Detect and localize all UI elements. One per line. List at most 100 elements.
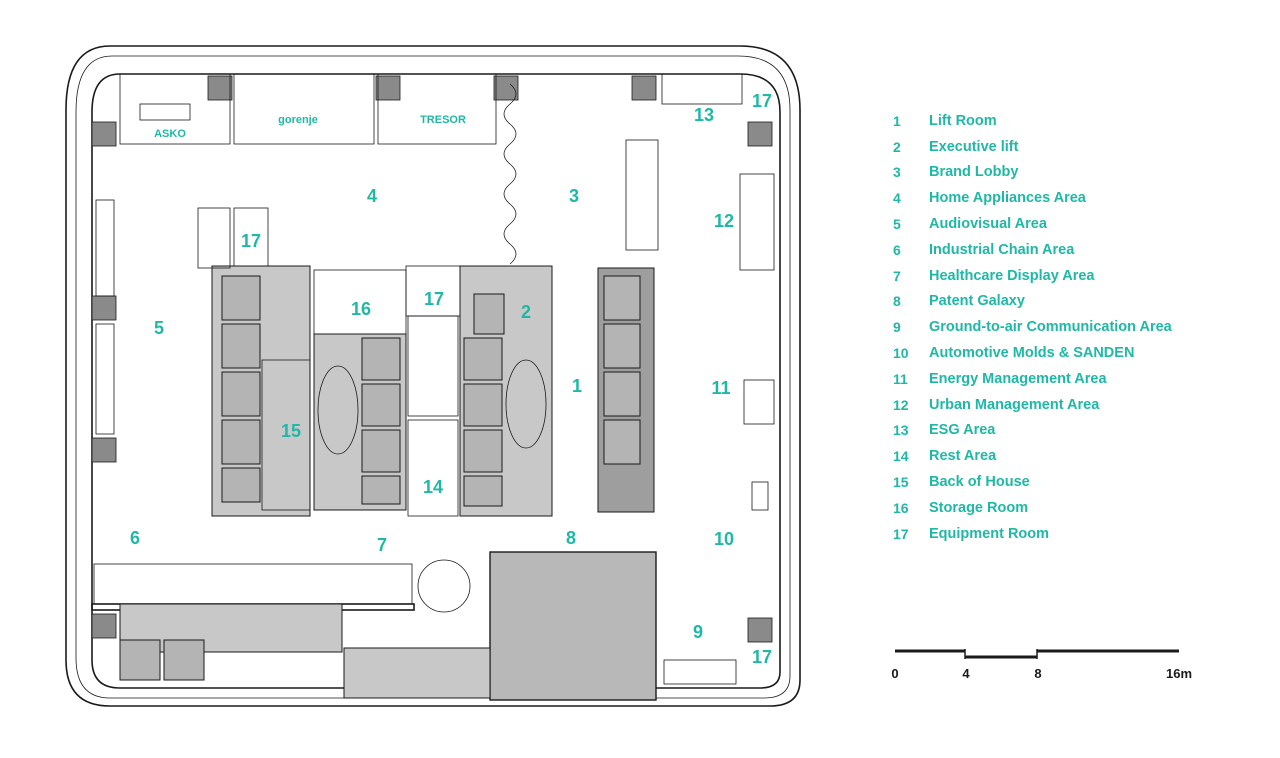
tresor-room bbox=[377, 73, 497, 145]
legend-item: 1 Lift Room bbox=[893, 108, 1263, 134]
esg-room bbox=[661, 73, 743, 105]
stair-middle bbox=[317, 365, 359, 455]
lift-shafts-middle bbox=[361, 337, 401, 505]
audiovisual-display bbox=[95, 199, 115, 297]
legend-label: ESG Area bbox=[929, 422, 996, 439]
energy-display bbox=[743, 379, 775, 425]
lift-shafts-left bbox=[221, 275, 261, 503]
zone-label: 17 bbox=[752, 91, 772, 111]
legend-label: Healthcare Display Area bbox=[929, 267, 1095, 284]
legend-item: 12 Urban Management Area bbox=[893, 392, 1263, 418]
zone-label: 8 bbox=[566, 528, 576, 548]
legend-num: 6 bbox=[893, 241, 901, 258]
zone-label: 7 bbox=[377, 535, 387, 555]
legend-label: Ground-to-air Communication Area bbox=[929, 319, 1172, 336]
legend-num: 3 bbox=[893, 164, 901, 181]
legend-num: 9 bbox=[893, 319, 901, 336]
healthcare-display-counter bbox=[93, 563, 413, 605]
legend-label: Rest Area bbox=[929, 448, 997, 465]
zone-label: 2 bbox=[521, 302, 531, 322]
zone-label: 17 bbox=[241, 231, 261, 251]
patent-galaxy-block bbox=[489, 551, 657, 701]
zone-label: 1 bbox=[572, 376, 582, 396]
scale-bar: 0 4 8 16m bbox=[891, 646, 1195, 686]
shelf-unit bbox=[197, 207, 231, 269]
legend-num: 10 bbox=[893, 345, 909, 362]
zone-label: 14 bbox=[423, 477, 443, 497]
lobby-curved-partition bbox=[503, 83, 517, 265]
zone-label: 16 bbox=[351, 299, 371, 319]
legend-item: 2 Executive lift bbox=[893, 134, 1263, 160]
rest-area-room bbox=[407, 419, 459, 517]
column bbox=[91, 295, 117, 321]
column bbox=[493, 75, 519, 101]
legend-num: 4 bbox=[893, 190, 901, 207]
zone-label: 12 bbox=[714, 211, 734, 231]
column bbox=[747, 617, 773, 643]
automotive-display bbox=[751, 481, 769, 511]
legend-label: Patent Galaxy bbox=[929, 293, 1025, 310]
plant-wall bbox=[625, 139, 659, 251]
legend-label: Industrial Chain Area bbox=[929, 241, 1075, 258]
legend-num: 5 bbox=[893, 216, 901, 233]
zone-label: 17 bbox=[424, 289, 444, 309]
zone-label: 6 bbox=[130, 528, 140, 548]
asko-room bbox=[119, 73, 231, 145]
column bbox=[207, 75, 233, 101]
legend-label: Brand Lobby bbox=[929, 164, 1019, 181]
legend-num: 2 bbox=[893, 138, 901, 155]
gorenje-room bbox=[233, 73, 375, 145]
back-of-house-room bbox=[261, 359, 311, 511]
legend-num: 12 bbox=[893, 396, 909, 413]
asko-display bbox=[139, 103, 191, 121]
column bbox=[91, 121, 117, 147]
legend-label: Lift Room bbox=[929, 112, 997, 129]
legend-label: Urban Management Area bbox=[929, 396, 1100, 413]
washroom bbox=[407, 315, 459, 417]
zone-label: 11 bbox=[711, 378, 730, 398]
legend-label: Executive lift bbox=[929, 138, 1019, 155]
scale-label: 4 bbox=[962, 666, 970, 681]
legend-label: Back of House bbox=[929, 474, 1030, 491]
zone-label: 4 bbox=[367, 186, 377, 206]
legend-item: 8 Patent Galaxy bbox=[893, 289, 1263, 315]
scale-label: 0 bbox=[891, 666, 899, 681]
legend-label: Audiovisual Area bbox=[929, 216, 1047, 233]
zone-label: 3 bbox=[569, 186, 579, 206]
zone-label: 17 bbox=[752, 647, 772, 667]
legend-num: 8 bbox=[893, 293, 901, 310]
legend-item: 17 Equipment Room bbox=[893, 521, 1263, 547]
legend-num: 11 bbox=[893, 370, 908, 387]
floor-plan: 1 2 3 4 5 6 7 8 9 10 11 12 13 14 15 16 1… bbox=[65, 45, 801, 707]
bottom-stair-block bbox=[343, 647, 491, 699]
legend-label: Home Appliances Area bbox=[929, 190, 1086, 207]
bottom-lift-1 bbox=[119, 639, 161, 681]
round-display bbox=[417, 559, 471, 613]
legend-label: Equipment Room bbox=[929, 525, 1050, 542]
legend-item: 4 Home Appliances Area bbox=[893, 185, 1263, 211]
executive-lift bbox=[473, 293, 505, 335]
legend-item: 7 Healthcare Display Area bbox=[893, 263, 1263, 289]
bottom-lift-2 bbox=[163, 639, 205, 681]
bench bbox=[663, 659, 737, 685]
legend-label: Energy Management Area bbox=[929, 370, 1107, 387]
legend-item: 9 Ground-to-air Communication Area bbox=[893, 314, 1263, 340]
interior-wall bbox=[91, 73, 781, 689]
column bbox=[747, 121, 773, 147]
legend-num: 16 bbox=[893, 499, 909, 516]
legend-num: 17 bbox=[893, 525, 909, 542]
inner-facade bbox=[75, 55, 791, 699]
column bbox=[91, 613, 117, 639]
urban-display bbox=[739, 173, 775, 271]
brand-asko: ASKO bbox=[154, 128, 186, 140]
column bbox=[375, 75, 401, 101]
brand-tresor: TRESOR bbox=[420, 114, 466, 126]
legend-num: 1 bbox=[893, 112, 901, 129]
legend-num: 7 bbox=[893, 267, 901, 284]
stair-right bbox=[505, 359, 547, 449]
zone-label: 5 bbox=[154, 318, 164, 338]
zone-label: 15 bbox=[281, 421, 301, 441]
legend-item: 11 Energy Management Area bbox=[893, 366, 1263, 392]
